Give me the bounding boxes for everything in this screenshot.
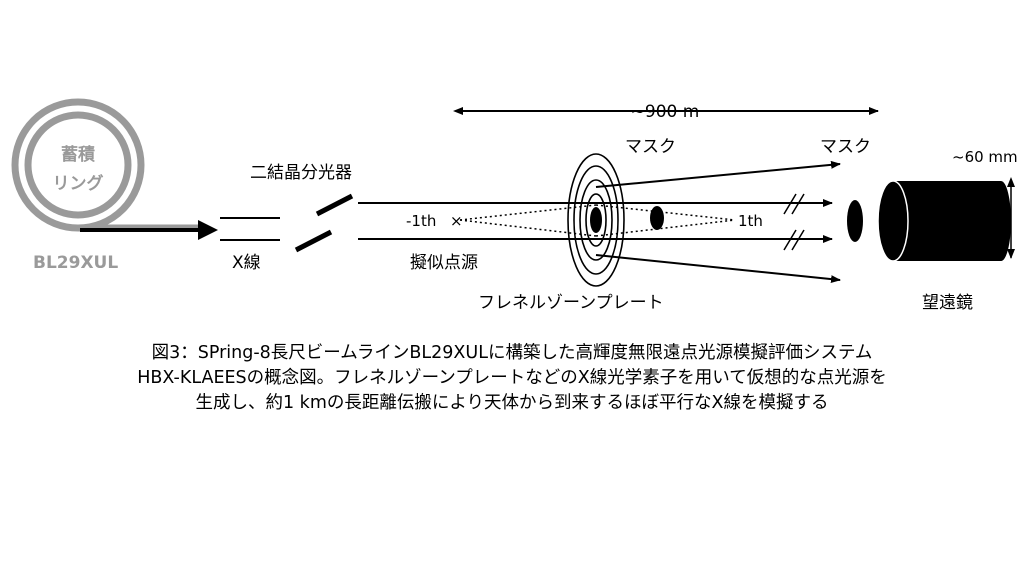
- cross-marker: ×: [450, 212, 463, 230]
- fzp-ring-1: [567, 153, 625, 287]
- mono-crystal-2: [294, 229, 333, 253]
- dotted-cone-left-bottom: [459, 219, 597, 237]
- xray-beam-arrowhead: [198, 220, 218, 240]
- fzp-central-stop: [590, 207, 602, 233]
- telescope-back: [991, 181, 1011, 261]
- fzp-ring-4: [585, 193, 607, 247]
- aperture-label: ~60 mm: [952, 148, 1018, 166]
- break-mark-bottom-2: [791, 229, 805, 251]
- telescope-label: 望遠鏡: [922, 293, 973, 313]
- telescope-body: [893, 181, 1001, 261]
- fzp-ring-2: [573, 165, 619, 275]
- mono-crystal-1: [315, 193, 354, 217]
- dotted-cone-right-bottom: [595, 219, 736, 237]
- storage-ring-outer: [11, 98, 145, 232]
- storage-ring-inner: [24, 111, 132, 219]
- mask-1: [650, 206, 664, 230]
- fzp-ring-3: [579, 179, 613, 261]
- dotted-cone-right-top: [595, 204, 736, 221]
- mask1-label: マスク: [625, 137, 676, 157]
- telescope: [877, 180, 1011, 262]
- caption-line-3: 生成し、約1 kmの長距離伝搬により天体から到来するほぼ平行なX線を模擬する: [195, 393, 829, 413]
- monochromator-label: 二結晶分光器: [250, 163, 352, 183]
- break-mark-top-1: [783, 193, 797, 215]
- break-marks: [783, 193, 805, 251]
- storage-ring: 蓄積 リング BL29XUL: [11, 98, 200, 273]
- break-mark-top-2: [791, 193, 805, 215]
- fzp-label: フレネルゾーンプレート: [478, 293, 664, 313]
- order-minus1-label: -1th: [406, 212, 436, 230]
- ring-label-line1: 蓄積: [61, 144, 96, 165]
- caption-line-2: HBX-KLAEESの概念図。フレネルゾーンプレートなどのX線光学素子を用いて仮…: [137, 368, 887, 388]
- distance-label: ~900 m: [631, 102, 700, 122]
- mask2-label: マスク: [820, 137, 871, 157]
- diverging-beam-top: [595, 160, 841, 188]
- diverging-beam-bottom: [595, 254, 841, 284]
- mask-2: [847, 200, 863, 242]
- dotted-cone-left-top: [459, 204, 597, 221]
- xray-label: X線: [232, 253, 261, 273]
- telescope-aperture: [877, 180, 909, 262]
- virtual-source-label: 擬似点源: [410, 253, 478, 273]
- caption-line-1: 図3：SPring-8長尺ビームラインBL29XULに構築した高輝度無限遠点光源…: [151, 343, 873, 363]
- beamline-name: BL29XUL: [33, 253, 118, 273]
- break-mark-bottom-1: [783, 229, 797, 251]
- order-plus1-label: 1th: [738, 212, 763, 230]
- fresnel-zone-plate: [567, 153, 625, 287]
- ring-label-line2: リング: [53, 173, 104, 194]
